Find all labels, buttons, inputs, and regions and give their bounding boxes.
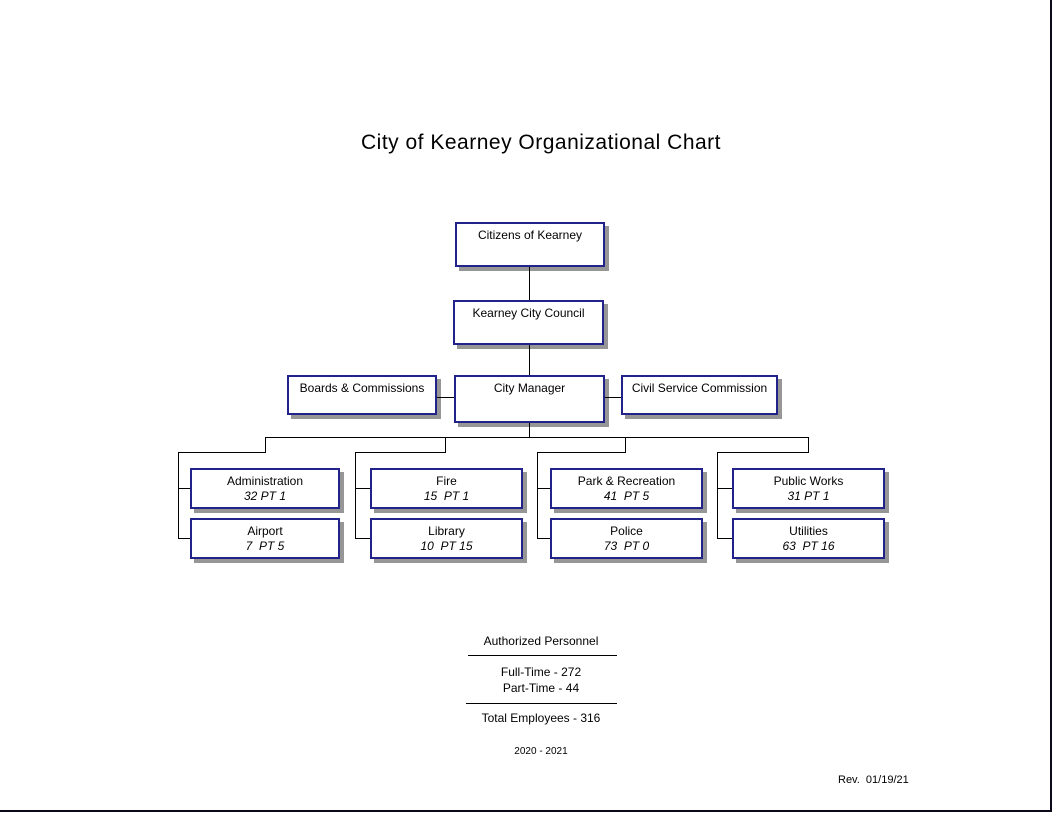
connector-col3-step: [537, 452, 626, 453]
orgbox-public-works: Public Works 31 PT 1: [732, 468, 885, 509]
dept-staff-count: 73 PT 0: [603, 539, 650, 553]
connector-col2-spine: [355, 452, 356, 539]
dept-name: Utilities: [789, 524, 828, 538]
dept-staff-count: 41 PT 5: [603, 489, 650, 503]
connector-col4-spine: [717, 452, 718, 539]
dept-name: Airport: [247, 524, 283, 538]
connector-col2-step: [355, 452, 446, 453]
connector-col3-stub-row2: [537, 538, 550, 539]
orgbox-citizens: Citizens of Kearney: [455, 222, 605, 267]
dept-name: Police: [610, 524, 643, 538]
connector-col1-spine: [178, 452, 179, 539]
connector-council-manager: [529, 345, 530, 375]
dept-staff-count: 31 PT 1: [787, 489, 830, 503]
orgbox-civil-service: Civil Service Commission: [621, 375, 778, 415]
connector-main-rail: [265, 437, 808, 438]
page-border-bottom: [0, 810, 1052, 812]
dept-staff-count: 15 PT 1: [423, 489, 470, 503]
dept-name: Park & Recreation: [577, 474, 676, 488]
connector-citizens-council: [529, 267, 530, 300]
orgbox-civil-service-label: Civil Service Commission: [631, 381, 768, 395]
orgbox-boards-commissions: Boards & Commissions: [287, 375, 437, 415]
page-border-right: [1050, 0, 1052, 812]
orgbox-library: Library 10 PT 15: [370, 518, 523, 559]
connector-col3-stub-row1: [537, 488, 550, 489]
dept-name: Administration: [226, 474, 304, 488]
dept-staff-count: 7 PT 5: [245, 539, 285, 553]
orgbox-airport: Airport 7 PT 5: [190, 518, 340, 559]
summary-full-time: Full-Time - 272: [500, 665, 582, 679]
orgbox-city-manager: City Manager: [454, 375, 605, 423]
summary-total: Total Employees - 316: [481, 711, 601, 725]
connector-col1-step: [178, 452, 266, 453]
connector-col4-step: [717, 452, 809, 453]
dept-staff-count: 10 PT 15: [420, 539, 473, 553]
orgbox-park-recreation: Park & Recreation 41 PT 5: [550, 468, 703, 509]
page-title: City of Kearney Organizational Chart: [361, 131, 721, 154]
summary-part-time: Part-Time - 44: [502, 681, 580, 695]
orgbox-administration: Administration 32 PT 1: [190, 468, 340, 509]
summary-rule-bottom: [466, 703, 617, 704]
orgbox-city-council: Kearney City Council: [453, 300, 604, 345]
summary-years: 2020 - 2021: [514, 746, 568, 757]
orgbox-fire: Fire 15 PT 1: [370, 468, 523, 509]
connector-col2-stub-row2: [355, 538, 370, 539]
dept-staff-count: 63 PT 16: [782, 539, 835, 553]
orgbox-city-manager-label: City Manager: [493, 381, 566, 395]
connector-col4-drop: [808, 437, 809, 453]
connector-boards-manager: [437, 397, 454, 398]
connector-col2-stub-row1: [355, 488, 370, 489]
connector-col4-stub-row1: [717, 488, 732, 489]
connector-col4-stub-row2: [717, 538, 732, 539]
orgbox-police: Police 73 PT 0: [550, 518, 703, 559]
connector-col1-stub-row1: [178, 488, 190, 489]
connector-col1-drop: [265, 437, 266, 453]
dept-staff-count: 32 PT 1: [243, 489, 287, 503]
connector-manager-civil: [605, 397, 621, 398]
orgbox-utilities: Utilities 63 PT 16: [732, 518, 885, 559]
orgbox-city-council-label: Kearney City Council: [472, 306, 585, 320]
connector-col2-drop: [445, 437, 446, 453]
orgbox-citizens-label: Citizens of Kearney: [477, 228, 583, 242]
orgbox-boards-commissions-label: Boards & Commissions: [299, 381, 425, 395]
dept-name: Library: [428, 524, 465, 538]
connector-manager-drop: [529, 423, 530, 437]
connector-col1-stub-row2: [178, 538, 190, 539]
summary-heading: Authorized Personnel: [483, 634, 599, 648]
dept-name: Public Works: [773, 474, 844, 488]
connector-col3-drop: [625, 437, 626, 453]
connector-col3-spine: [537, 452, 538, 539]
summary-rule-top: [468, 655, 617, 656]
dept-name: Fire: [436, 474, 457, 488]
revision-note: Rev. 01/19/21: [838, 774, 909, 786]
